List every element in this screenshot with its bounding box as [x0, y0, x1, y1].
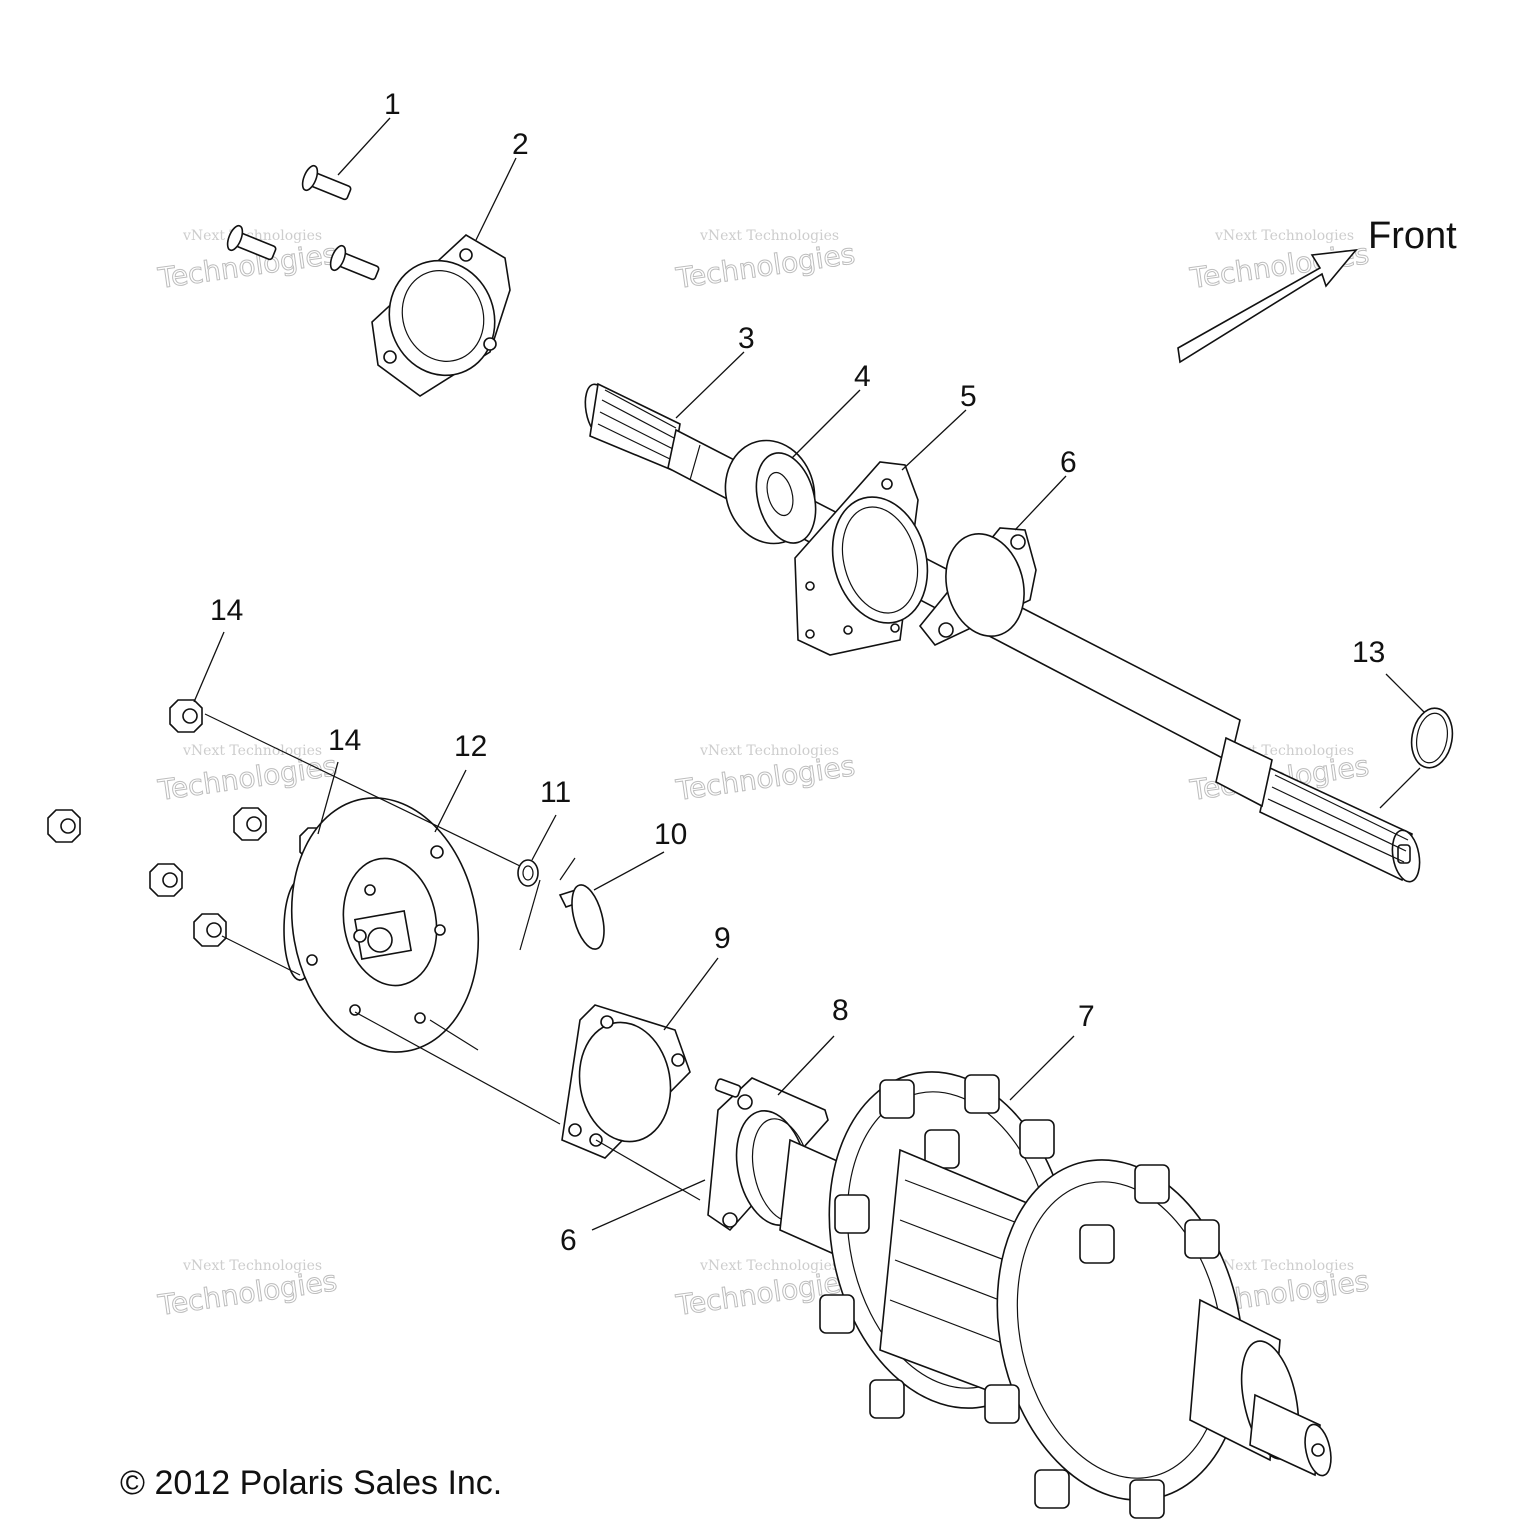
part-10-pin [558, 884, 605, 950]
callout-4: 4 [854, 360, 871, 393]
callout-2: 2 [512, 128, 529, 161]
bolt-icon [301, 164, 352, 201]
part-4-bearing [724, 439, 817, 545]
part-1-bolts [226, 164, 380, 281]
front-label: Front [1368, 215, 1457, 257]
svg-text:vNext Technologies: vNext Technologies [1214, 228, 1354, 244]
copyright-text: © 2012 Polaris Sales Inc. [120, 1464, 502, 1502]
part-2-bearing-flange [371, 234, 511, 397]
leader-lines [193, 117, 1425, 1231]
callout-6-lower: 6 [560, 1224, 577, 1257]
svg-text:vNext Technologies: vNext Technologies [699, 228, 839, 244]
callout-11: 11 [540, 776, 571, 809]
watermark-4: vNext Technologies Technologies [155, 743, 340, 808]
assembly-lines [204, 713, 701, 1201]
svg-text:vNext Technologies: vNext Technologies [182, 228, 322, 244]
callout-9: 9 [714, 922, 731, 955]
callout-14-upper: 14 [210, 594, 243, 627]
svg-text:vNext Technologies: vNext Technologies [182, 743, 322, 759]
watermark-7: vNext Technologies Technologies [155, 1258, 340, 1323]
part-9-gasket [561, 1004, 691, 1159]
callout-labels: 1 2 3 4 5 6 13 14 14 12 11 10 9 8 7 6 [210, 88, 1385, 1257]
part-5-bearing-plate [794, 461, 929, 656]
svg-text:vNext Technologies: vNext Technologies [1214, 1258, 1354, 1274]
svg-text:Technologies: Technologies [673, 237, 857, 295]
part-11-washer [517, 859, 539, 887]
nut-icon [169, 699, 203, 733]
nut-icon [47, 809, 81, 843]
bolt-icon [329, 244, 380, 281]
svg-text:vNext Technologies: vNext Technologies [699, 743, 839, 759]
svg-text:vNext Technologies: vNext Technologies [182, 1258, 322, 1274]
callout-10: 10 [654, 818, 687, 851]
front-direction-arrow: Front [1177, 215, 1457, 364]
callout-1: 1 [384, 88, 401, 121]
part-13-o-ring [1410, 707, 1454, 769]
nut-icon [193, 913, 227, 947]
callout-13: 13 [1352, 636, 1385, 669]
part-6-gasket-upper [918, 527, 1037, 646]
part-12-hub-flange [283, 797, 480, 1053]
callout-14-lower: 14 [328, 724, 361, 757]
callout-6-upper: 6 [1060, 446, 1077, 479]
svg-text:vNext Technologies: vNext Technologies [699, 1258, 839, 1274]
part-7-drive-sprocket [779, 1071, 1332, 1519]
nut-icon [149, 863, 183, 897]
callout-8: 8 [832, 994, 849, 1027]
nut-icon [233, 807, 267, 841]
callout-5: 5 [960, 380, 977, 413]
watermark-5: vNext Technologies Technologies [673, 743, 858, 808]
callout-7: 7 [1078, 1000, 1095, 1033]
watermark-2: vNext Technologies Technologies [673, 228, 858, 296]
callout-3: 3 [738, 322, 755, 355]
bolt-icon [226, 224, 277, 261]
callout-12: 12 [454, 730, 487, 763]
